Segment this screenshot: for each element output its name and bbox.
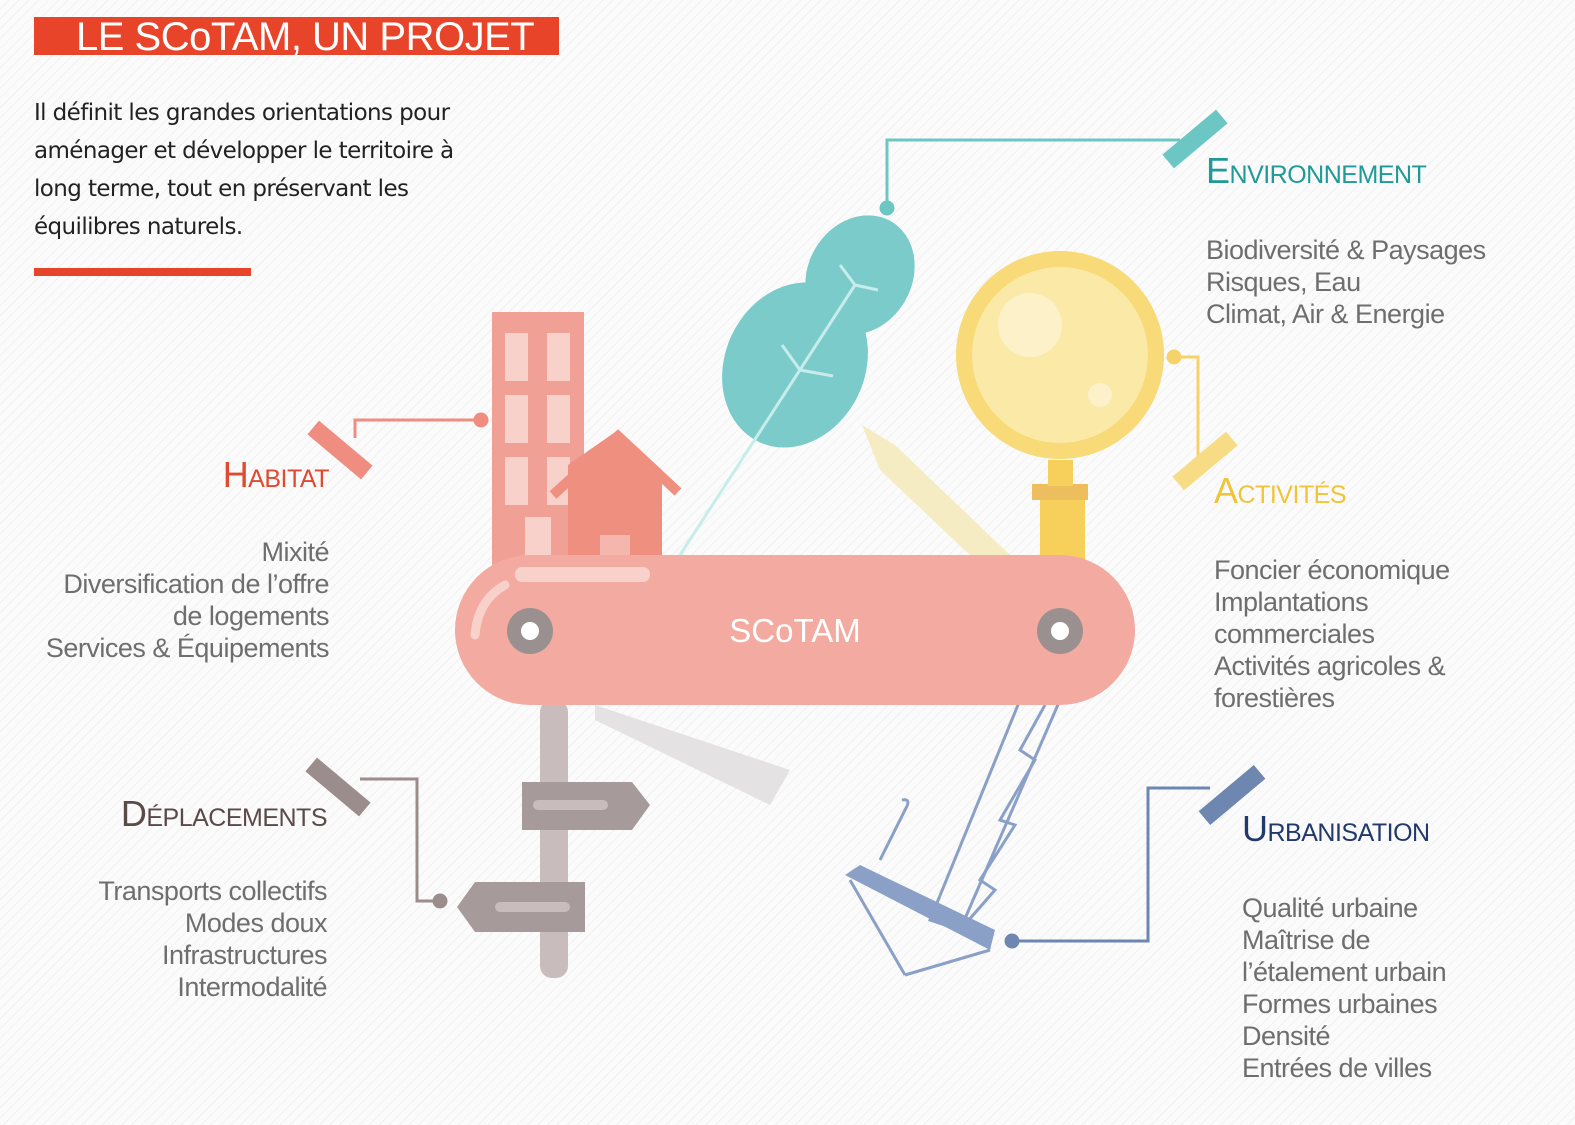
urbanisation-connector: [1004, 786, 1210, 949]
activites-heading: Activités: [1214, 470, 1347, 511]
intro-text: Il définit les grandes orientations pour…: [34, 100, 454, 240]
urbanisation-items: Qualité urbaine Maîtrise de l’étalement …: [1242, 892, 1447, 1084]
list-item: Biodiversité & Paysages: [1206, 235, 1486, 265]
list-item: Qualité urbaine: [1242, 893, 1418, 923]
list-item: Intermodalité: [177, 972, 327, 1002]
list-item: Mixité: [261, 537, 329, 567]
list-item: forestières: [1214, 683, 1335, 713]
ruler-icon: [595, 705, 790, 805]
section-deplacements: Déplacements Transports collectifs Modes…: [98, 793, 327, 1003]
habitat-heading: Habitat: [222, 454, 330, 495]
list-item: Maîtrise de: [1242, 925, 1371, 955]
list-item: de logements: [172, 601, 330, 631]
section-urbanisation: Urbanisation Qualité urbaine Maîtrise de…: [1242, 808, 1447, 1084]
environnement-items: Biodiversité & Paysages Risques, Eau Cli…: [1206, 234, 1486, 330]
urbanisation-tab: [1198, 764, 1266, 826]
section-habitat: Habitat Mixité Diversification de l’offr…: [45, 454, 330, 664]
habitat-connector: [353, 412, 489, 438]
section-activites: Activités Foncier économique Implantatio…: [1214, 470, 1450, 714]
list-item: Modes doux: [184, 908, 328, 938]
urbanisation-heading: Urbanisation: [1242, 808, 1430, 849]
list-item: Transports collectifs: [98, 876, 327, 906]
house-icon: [549, 429, 682, 560]
habitat-items: Mixité Diversification de l’offre de log…: [45, 536, 330, 664]
deplacements-items: Transports collectifs Modes doux Infrast…: [98, 875, 327, 1003]
environnement-connector: [879, 138, 1180, 216]
center-label: SCoTAM: [729, 612, 861, 649]
list-item: Infrastructures: [161, 940, 328, 970]
deplacements-connector: [360, 777, 448, 909]
list-item: Services & Équipements: [45, 633, 330, 663]
leaf-icon: [678, 215, 915, 556]
section-environnement: Environnement Biodiversité & Paysages Ri…: [1206, 150, 1486, 330]
list-item: l’étalement urbain: [1242, 957, 1447, 987]
signpost-icon: [457, 700, 650, 978]
list-item: Diversification de l’offre: [63, 569, 329, 599]
list-item: Climat, Air & Energie: [1206, 299, 1445, 329]
knife-body: [455, 555, 1135, 705]
activites-tab: [1172, 431, 1238, 491]
pencil-icon: [862, 425, 1010, 560]
list-item: Foncier économique: [1214, 555, 1450, 585]
divider: [34, 268, 251, 276]
list-item: Activités agricoles &: [1214, 651, 1446, 681]
environnement-heading: Environnement: [1206, 150, 1427, 191]
activites-items: Foncier économique Implantations commerc…: [1214, 554, 1450, 714]
list-item: Densité: [1242, 1021, 1331, 1051]
environnement-tab: [1162, 109, 1228, 169]
deplacements-tab: [305, 757, 371, 817]
list-item: commerciales: [1214, 619, 1375, 649]
page-title: LE SCoTAM, UN PROJET: [34, 17, 559, 55]
list-item: Implantations: [1214, 587, 1369, 617]
crane-jib: [845, 865, 995, 950]
list-item: Entrées de villes: [1242, 1053, 1432, 1083]
list-item: Risques, Eau: [1206, 267, 1361, 297]
list-item: Formes urbaines: [1242, 989, 1438, 1019]
activites-connector: [1166, 349, 1200, 460]
magnifier-icon: [956, 251, 1164, 560]
deplacements-heading: Déplacements: [120, 793, 328, 834]
crane-icon: [848, 698, 1063, 977]
habitat-tab: [307, 420, 373, 480]
